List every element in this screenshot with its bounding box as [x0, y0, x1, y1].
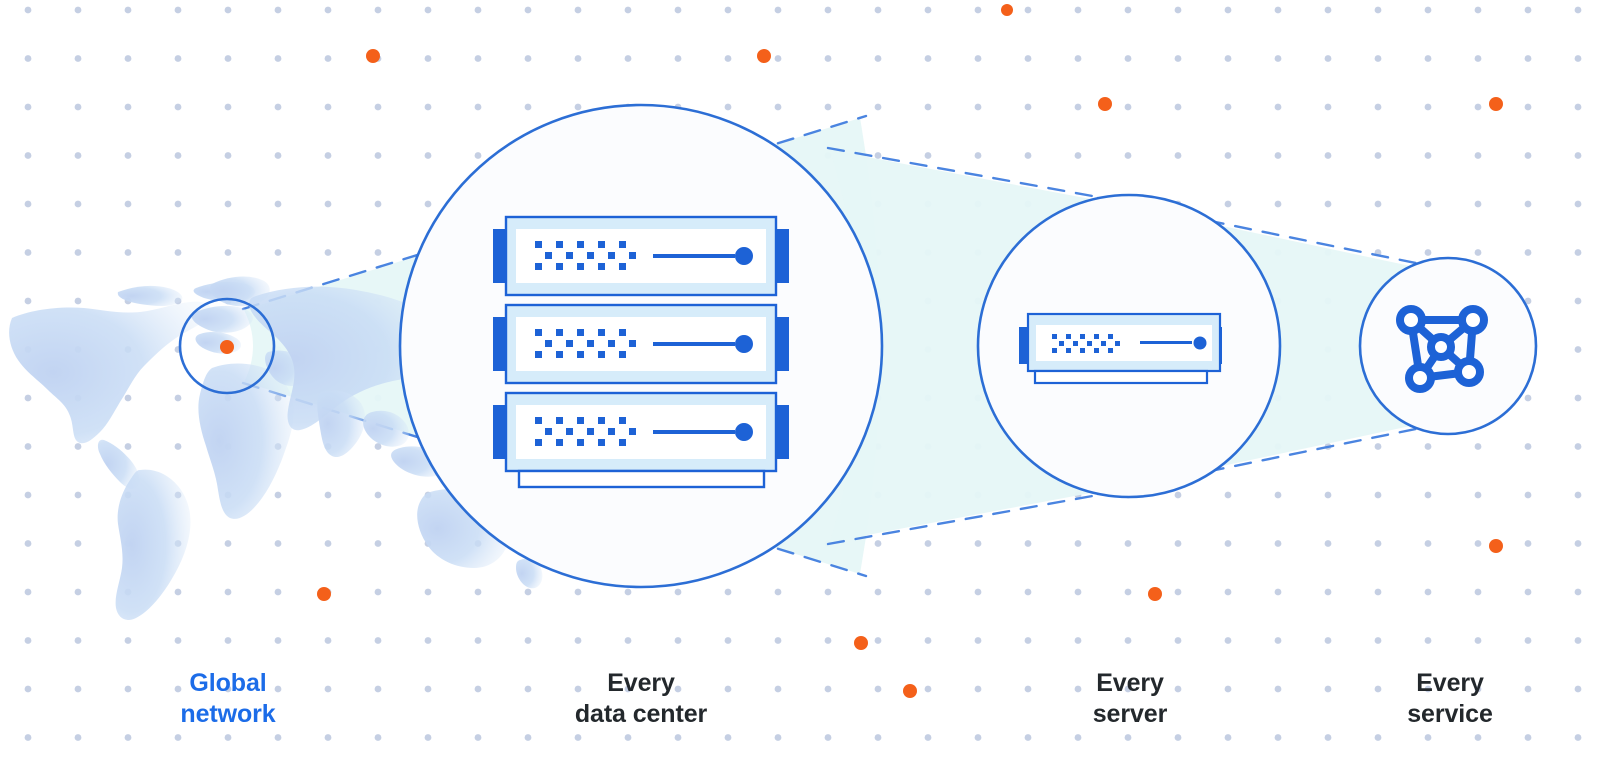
accent-dot	[854, 636, 868, 650]
label-global-network: Global network	[180, 669, 276, 728]
accent-dot	[1489, 539, 1503, 553]
accent-dot	[1001, 4, 1013, 16]
service-mesh-icon	[1396, 305, 1488, 393]
single-server-base-rail	[1033, 369, 1209, 385]
accent-dot-group	[317, 4, 1503, 698]
server-rack-icon	[493, 215, 789, 489]
accent-dot	[1148, 587, 1162, 601]
accent-dot	[366, 49, 380, 63]
rack-unit-1	[493, 215, 789, 297]
global-network-marker-dot	[220, 340, 234, 354]
accent-dot	[317, 587, 331, 601]
label-server: Every server	[1092, 669, 1168, 728]
label-data-center: Every data center	[574, 669, 708, 728]
label-service: Every service	[1407, 669, 1493, 728]
accent-dot	[757, 49, 771, 63]
rack-base-rail	[517, 469, 766, 489]
accent-dot	[1098, 97, 1112, 111]
accent-dot	[1489, 97, 1503, 111]
rack-unit-3	[493, 391, 789, 473]
accent-dot	[903, 684, 917, 698]
single-server-icon	[1019, 312, 1222, 385]
rack-unit-2	[493, 303, 789, 385]
world-map-icon	[9, 276, 543, 620]
global-network-circle	[178, 297, 276, 395]
